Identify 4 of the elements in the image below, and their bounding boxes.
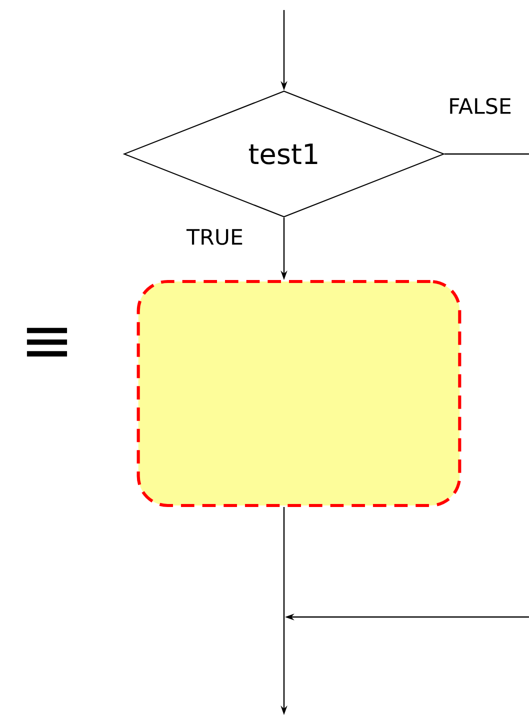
equivalence-symbol: ≡ (26, 328, 68, 356)
process-box (136, 280, 462, 508)
edge-label: TRUE (186, 229, 242, 245)
edge-label: FALSE (450, 98, 511, 114)
